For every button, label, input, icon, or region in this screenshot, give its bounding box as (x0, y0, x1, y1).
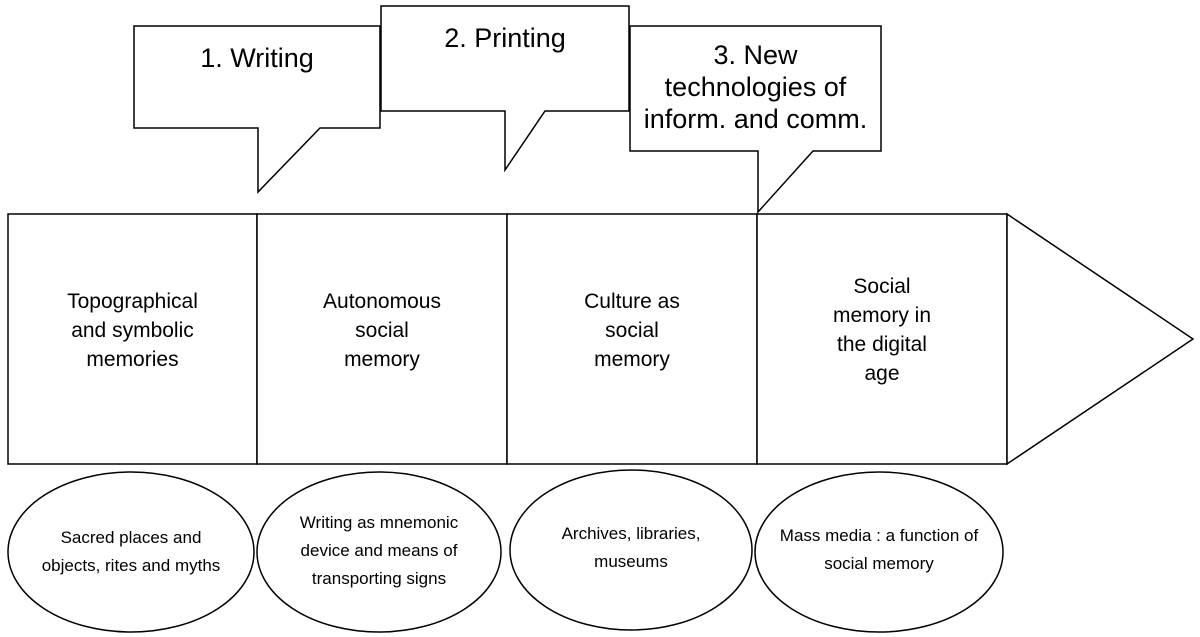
example-ellipse-2 (256, 471, 502, 633)
example-label-archives: Archives, libraries, museums (561, 524, 701, 571)
stage-box-1 (7, 213, 258, 465)
stage-label-autonomous: Autonomous social memory (323, 289, 441, 371)
stage-label-culture: Culture as social memory (584, 289, 680, 371)
example-ellipse-1 (7, 471, 255, 633)
callout-writing-label: 1. Writing (200, 43, 314, 73)
stage-box-4 (756, 213, 1008, 465)
example-ellipse-4 (754, 471, 1004, 633)
stage-label-topographical: Topographical and symbolic memories (67, 289, 198, 371)
callout-new-technologies-shape (629, 25, 882, 214)
callout-new-technologies-label: 3. New technologies of inform. and comm. (643, 40, 868, 134)
timeline-arrowhead (1006, 212, 1195, 466)
stage-box-3 (506, 213, 758, 465)
example-ellipse-3 (509, 469, 753, 631)
example-label-sacred-places: Sacred places and objects, rites and myt… (41, 528, 221, 575)
callout-printing-shape (380, 5, 630, 173)
example-label-mass-media: Mass media : a function of social memory (779, 526, 979, 573)
example-label-writing-mnemonic: Writing as mnemonic device and means of … (299, 513, 459, 588)
callout-writing-shape (133, 25, 381, 194)
callout-printing-label: 2. Printing (444, 23, 566, 53)
stage-label-digital-age: Social memory in the digital age (832, 275, 932, 385)
